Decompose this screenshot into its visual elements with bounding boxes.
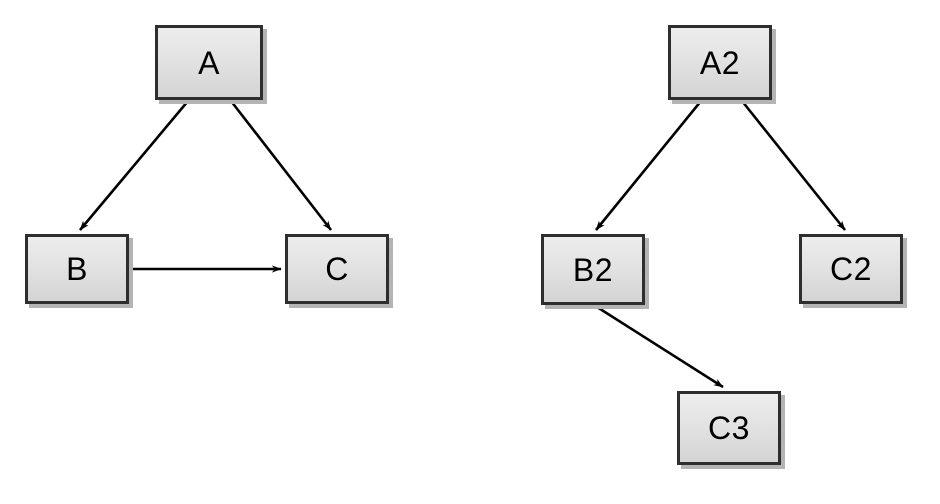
node-a2[interactable]: A2: [668, 25, 772, 100]
edge-a2-to-c2: [740, 100, 847, 231]
node-b2[interactable]: B2: [541, 234, 645, 305]
node-c3[interactable]: C3: [677, 391, 781, 465]
node-c2[interactable]: C2: [799, 234, 903, 304]
edge-b2-to-c3: [596, 305, 724, 389]
edge-a-to-c: [229, 100, 333, 231]
node-label: A2: [699, 44, 741, 81]
edge-a2-to-b2: [594, 100, 703, 231]
node-label: A: [198, 44, 220, 81]
node-c[interactable]: C: [285, 234, 389, 304]
node-label: C3: [708, 410, 750, 446]
node-label: C: [325, 251, 349, 287]
node-label: B2: [572, 251, 614, 288]
node-label: B: [66, 251, 88, 287]
node-b[interactable]: B: [25, 234, 129, 304]
node-a[interactable]: A: [155, 25, 263, 100]
node-label: C2: [830, 251, 872, 287]
edge-a-to-b: [79, 100, 189, 231]
